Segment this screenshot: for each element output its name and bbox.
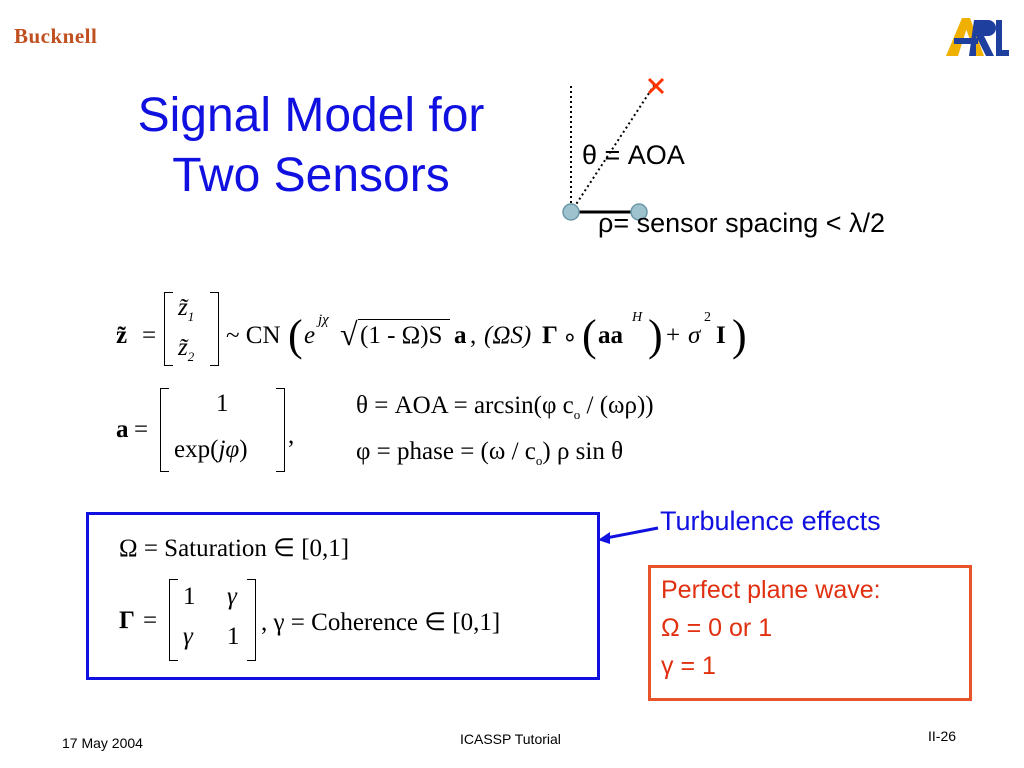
exp-sup: jχ — [318, 312, 329, 328]
footer-center: ICASSP Tutorial — [460, 731, 561, 747]
footer-page: II-26 — [928, 728, 957, 744]
sensor-geometry-diagram — [562, 77, 665, 221]
spacing-label: ρ= sensor spacing < λ/2 — [598, 208, 886, 238]
exp-arg: jφ — [218, 436, 240, 463]
exp-base: e — [304, 322, 316, 349]
phi-expr: φ = phase = (ω / c — [356, 438, 536, 465]
bracket-left — [164, 292, 173, 366]
sup-h: H — [632, 310, 643, 325]
gamma-matrix: Γ — [542, 322, 558, 349]
turbulence-label: Turbulence effects — [660, 506, 881, 536]
bracket-right-a — [276, 388, 285, 472]
plane-wave-line-2: Ω = 0 or 1 — [661, 614, 773, 642]
gamma-lhs: Γ — [119, 607, 135, 634]
plane-wave-box: Perfect plane wave: Ω = 0 or 1 γ = 1 — [648, 565, 972, 701]
bracket-right — [210, 292, 219, 366]
gamma-equals: = — [143, 607, 158, 634]
m11: 1 — [183, 583, 196, 610]
sqrt-bar — [358, 319, 450, 320]
paren-open: ( — [288, 311, 303, 360]
gamma-bracket-left — [169, 579, 178, 661]
paren-close: ) — [732, 311, 747, 360]
z1-subscript: 1 — [187, 309, 195, 324]
sqrt-icon: √ — [340, 316, 358, 352]
equation-z: z̃ = z̃1 z̃2 ~ CN ( e jχ √ (1 - Ω)S a , … — [116, 292, 776, 384]
z1-symbol: z̃ — [178, 294, 188, 321]
vector-a: a — [454, 322, 467, 349]
a-comma: , — [288, 422, 295, 449]
eq-dist: ~ CN — [226, 322, 281, 349]
plus: + — [666, 322, 681, 349]
gamma-bracket-right — [247, 579, 256, 661]
sqrt-body: (1 - Ω)S — [360, 322, 443, 349]
cov-scale: (ΩS) — [484, 322, 532, 349]
eq-a-equals: = — [134, 416, 149, 443]
m22: 1 — [227, 623, 240, 650]
sensor-1-icon — [562, 203, 580, 221]
hadamard-op: ∘ — [562, 324, 578, 351]
turbulence-box: Ω = Saturation ∈ [0,1] Γ = 1 γ γ 1 , γ =… — [86, 512, 600, 680]
theta-expr: θ = AOA = arcsin(φ c — [356, 392, 574, 419]
callout-arrow-icon — [598, 526, 659, 544]
a-bottom: exp(jφ) — [174, 436, 248, 463]
equation-phi: φ = phase = (ω / co) ρ sin θ — [356, 438, 623, 469]
z2: z̃2 — [178, 334, 194, 365]
paren-open-2: ( — [582, 311, 597, 360]
a-top: 1 — [216, 390, 229, 417]
sigma: σ — [688, 322, 701, 349]
exp-fn: exp — [174, 436, 211, 463]
coherence-line: , γ = Coherence ∈ [0,1] — [261, 609, 501, 636]
eq-a-lhs: a — [116, 416, 129, 443]
phi-tail: ) ρ sin θ — [542, 438, 624, 465]
plane-wave-line-1: Perfect plane wave: — [661, 576, 881, 604]
z2-subscript: 2 — [187, 349, 195, 364]
phi-sub: o — [535, 453, 543, 468]
arl-logo-icon — [944, 14, 1010, 58]
equation-a: a = 1 exp(jφ) , — [116, 388, 416, 478]
aa: aa — [598, 322, 623, 349]
title-line-1: Signal Model for — [137, 89, 485, 142]
aoa-label: θ = AOA — [582, 140, 685, 170]
plane-wave-line-3: γ = 1 — [661, 652, 716, 680]
arrival-direction-line — [570, 83, 656, 213]
sensor-2-icon — [630, 203, 648, 221]
source-marker-icon — [647, 77, 665, 95]
m21: γ — [183, 623, 193, 650]
comma: , — [470, 322, 477, 349]
paren-close-2: ) — [648, 311, 663, 360]
sup-2: 2 — [704, 310, 711, 325]
bracket-left-a — [160, 388, 169, 472]
omega-line: Ω = Saturation ∈ [0,1] — [119, 535, 350, 562]
eq-z-lhs: z̃ — [116, 322, 128, 349]
footer-date: 17 May 2004 — [62, 735, 143, 751]
z2-symbol: z̃ — [178, 334, 188, 361]
identity: I — [716, 322, 726, 349]
title-line-2: Two Sensors — [172, 149, 450, 202]
m12: γ — [227, 583, 237, 610]
eq-z-equals: = — [142, 322, 157, 349]
theta-tail: / (ωρ)) — [580, 392, 654, 419]
slide-title: Signal Model for Two Sensors — [76, 86, 546, 206]
equation-theta: θ = AOA = arcsin(φ co / (ωρ)) — [356, 392, 654, 423]
z1: z̃1 — [178, 294, 194, 325]
bucknell-logo: Bucknell — [14, 24, 98, 48]
theta-sub: o — [573, 407, 581, 422]
